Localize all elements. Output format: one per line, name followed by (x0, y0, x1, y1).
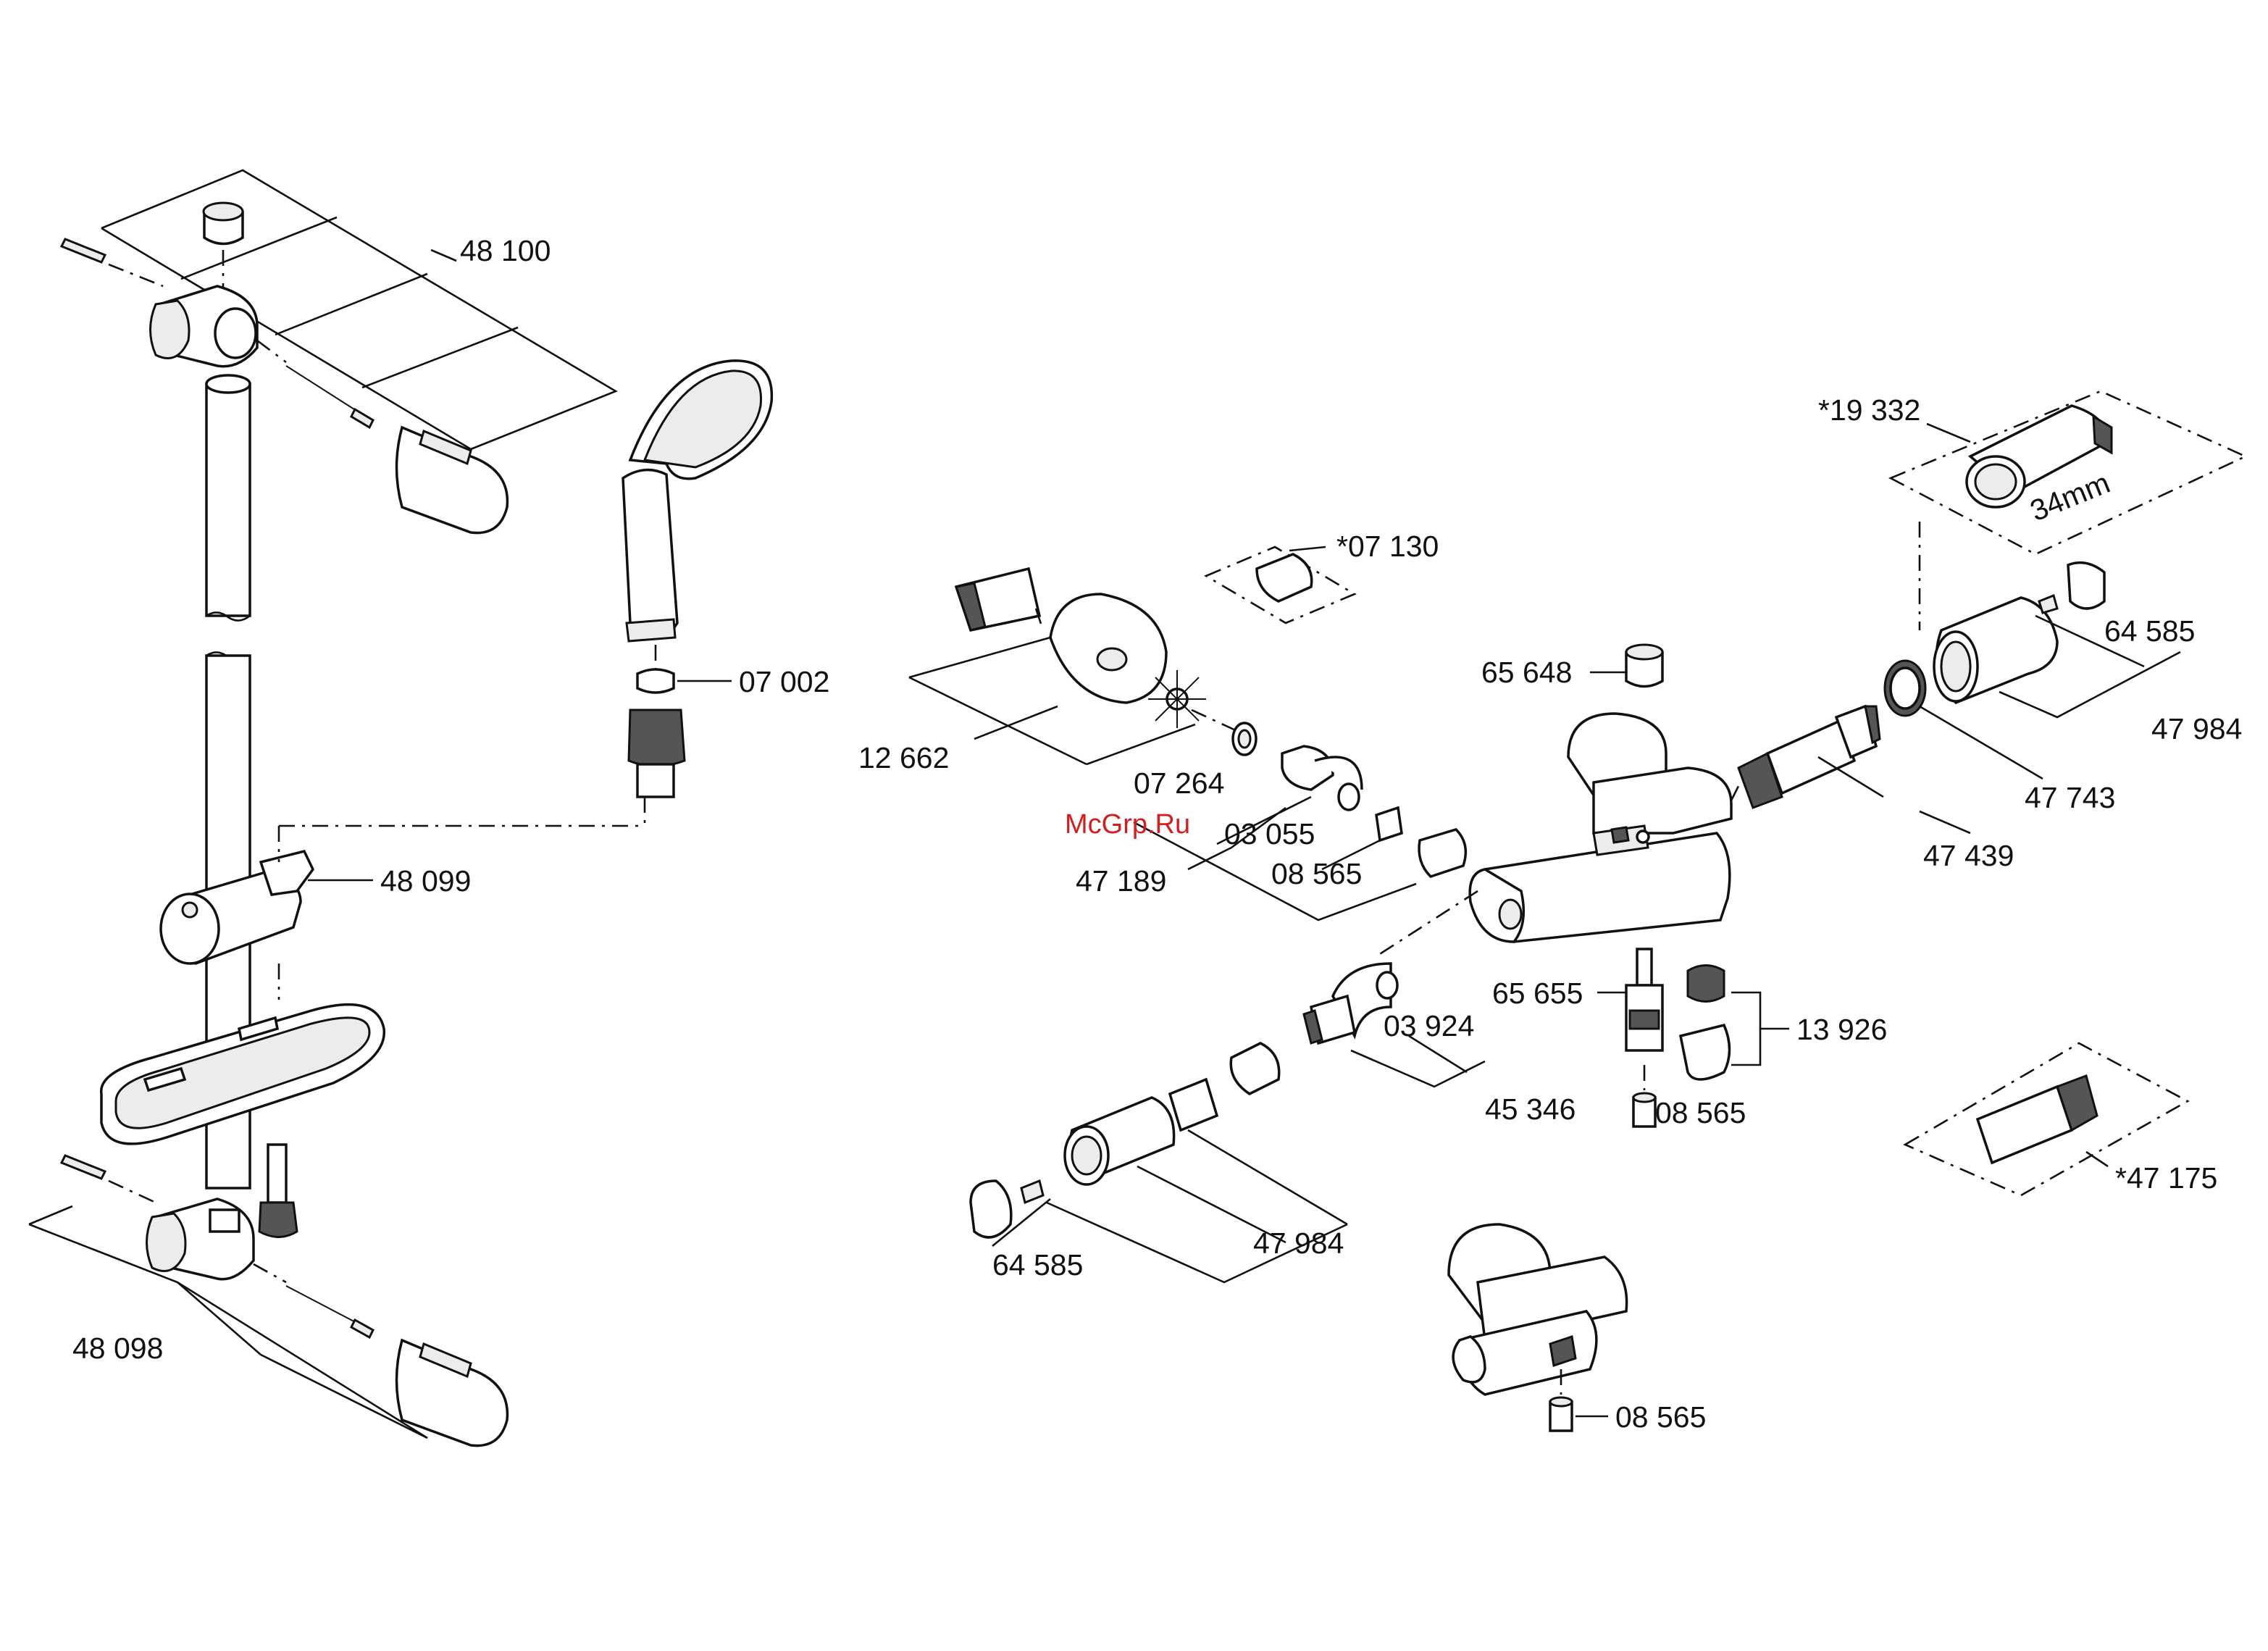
label-47743: 47 743 (2025, 781, 2115, 814)
label-07130: *07 130 (1336, 530, 1439, 563)
label-48100: 48 100 (460, 234, 551, 267)
wall-plug-top (62, 239, 163, 286)
nut-08565-b (1633, 1093, 1655, 1127)
wall-connector-12662 (909, 569, 1195, 764)
label-47175: *47 175 (2115, 1161, 2217, 1195)
screw-bottom (254, 1264, 373, 1337)
hand-shower (623, 361, 771, 797)
part-box-07130 (1206, 547, 1355, 623)
label-45346: 45 346 (1485, 1092, 1576, 1126)
label-65648: 65 648 (1481, 656, 1572, 689)
small-ring (1233, 723, 1256, 755)
spindle-65655 (1626, 949, 1662, 1090)
label-65655: 65 655 (1492, 977, 1583, 1010)
label-07002: 07 002 (739, 665, 829, 698)
label-64585-a: 64 585 (2104, 614, 2195, 648)
label-47984-b: 47 984 (1253, 1226, 1344, 1260)
cap-65648 (1626, 645, 1662, 687)
watermark: McGrp.Ru (1065, 809, 1190, 840)
cap-64585-left (971, 1181, 1050, 1246)
shower-rail-set (29, 170, 645, 1446)
ring-47743 (1885, 661, 1925, 716)
wall-bracket-top (151, 286, 258, 367)
screw-top (257, 340, 373, 427)
wall-bracket-bottom (147, 1199, 254, 1279)
cap-top (204, 203, 243, 297)
label-07264: 07 264 (1134, 766, 1224, 800)
label-13926: 13 926 (1796, 1013, 1887, 1046)
thermostat-assembly (909, 391, 2246, 1431)
label-47439: 47 439 (1923, 839, 2014, 872)
cartridge-47439 (1731, 706, 1880, 808)
diverter-13926 (1681, 966, 1789, 1080)
cap-64585-right (2039, 563, 2104, 613)
label-48098: 48 098 (72, 1332, 163, 1365)
label-03924: 03 924 (1384, 1009, 1474, 1042)
rail-upper (206, 375, 250, 621)
label-19332: *19 332 (1818, 393, 1920, 427)
label-48099: 48 099 (380, 864, 471, 898)
label-64585-b: 64 585 (992, 1248, 1083, 1282)
label-12662: 12 662 (858, 741, 949, 774)
label-08565-c: 08 565 (1615, 1400, 1706, 1434)
cover-cap-top (397, 427, 508, 533)
label-08565-b: 08 565 (1655, 1096, 1746, 1129)
thermostat-body (1376, 714, 1731, 956)
nut-08565-c (1550, 1397, 1572, 1431)
mixer-body-bottom (1449, 1224, 1627, 1395)
label-47189: 47 189 (1076, 864, 1166, 898)
label-03055: 03 055 (1224, 817, 1315, 850)
label-47984-a: 47 984 (2151, 712, 2242, 745)
label-08565-a: 08 565 (1271, 857, 1362, 890)
wall-plug-bottom (62, 1155, 156, 1203)
hose-nut-lower (259, 1145, 297, 1237)
